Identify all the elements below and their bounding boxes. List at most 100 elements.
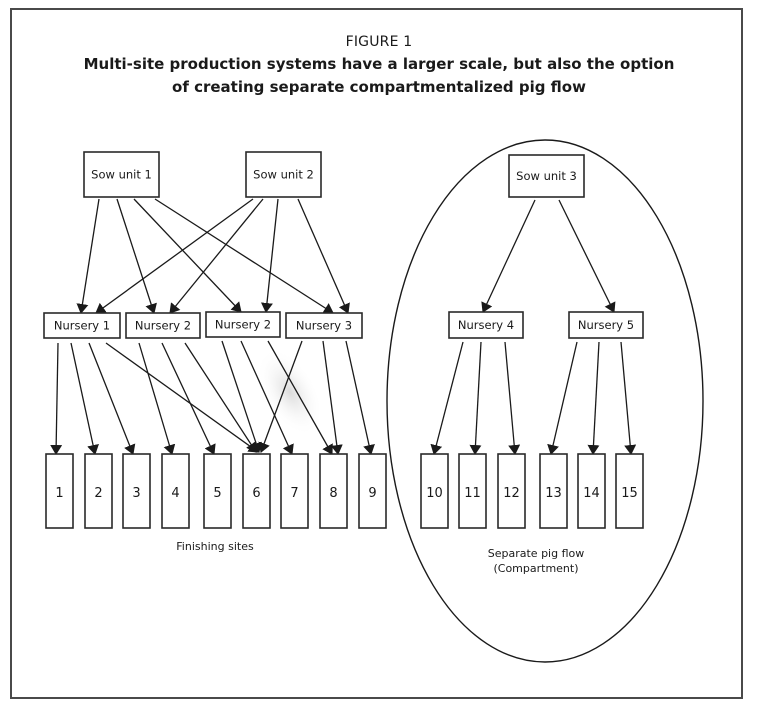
arrow-n1-f3 xyxy=(88,342,136,455)
finishing-site-label: 11 xyxy=(464,486,481,501)
figure-frame xyxy=(10,8,743,699)
nursery-label: Nursery 4 xyxy=(458,318,514,332)
finishing-site-box xyxy=(203,453,232,529)
arrow-n2b-f7 xyxy=(240,340,294,455)
figure-title-line-1: Multi-site production systems have a lar… xyxy=(83,55,675,73)
finishing-site-label: 8 xyxy=(329,486,337,501)
arrow-n5-f13 xyxy=(547,341,578,455)
figure-title: Multi-site production systems have a lar… xyxy=(0,53,758,99)
arrow-n2-f4 xyxy=(138,342,176,455)
finishing-site-box xyxy=(615,453,644,529)
compartment-caption-line-2: (Compartment) xyxy=(493,562,578,575)
finishing-site-label: 4 xyxy=(171,486,179,501)
sow-unit-label: Sow unit 1 xyxy=(91,168,152,182)
finishing-site-box xyxy=(280,453,309,529)
finishing-site-box xyxy=(420,453,449,529)
nursery-box xyxy=(43,312,121,339)
finishing-site-label: 14 xyxy=(583,486,600,501)
finishing-site-box xyxy=(242,453,271,529)
finishing-site-box xyxy=(319,453,348,529)
nursery-n4: Nursery 4 xyxy=(448,311,524,339)
sow-unit-box xyxy=(83,151,160,198)
nursery-n3: Nursery 3 xyxy=(285,312,363,339)
nursery-label: Nursery 2 xyxy=(135,319,191,333)
arrow-n1-f2 xyxy=(70,342,99,455)
finishing-site-label: 10 xyxy=(426,486,443,501)
arrow-s1-n2b xyxy=(133,198,242,313)
arrow-n3-f9 xyxy=(345,340,375,455)
finishing-site-box xyxy=(358,453,387,529)
sow-unit-box xyxy=(245,151,322,198)
arrow-n5-f14 xyxy=(587,341,600,455)
nursery-label: Nursery 5 xyxy=(578,318,634,332)
nursery-n5: Nursery 5 xyxy=(568,311,644,339)
finishing-site-label: 6 xyxy=(252,486,260,501)
finishing-site-f10: 10 xyxy=(420,453,449,529)
arrow-n1-f1 xyxy=(50,342,63,455)
finishing-site-f9: 9 xyxy=(358,453,387,529)
finishing-site-label: 15 xyxy=(621,486,638,501)
arrow-s1-n1 xyxy=(76,198,100,314)
sow-unit-s2: Sow unit 2 xyxy=(245,151,322,198)
finishing-site-label: 9 xyxy=(368,486,376,501)
arrow-n4-f12 xyxy=(504,341,521,455)
nursery-box xyxy=(448,311,524,339)
finishing-site-f2: 2 xyxy=(84,453,113,529)
finishing-site-label: 5 xyxy=(213,486,221,501)
nursery-box xyxy=(568,311,644,339)
arrow-s1-n3 xyxy=(154,198,334,314)
arrow-s2-n3 xyxy=(297,198,350,314)
nursery-label: Nursery 3 xyxy=(296,319,352,333)
arrow-n1-f6 xyxy=(105,342,259,453)
finishing-site-label: 12 xyxy=(503,486,520,501)
finishing-site-box xyxy=(539,453,568,529)
nursery-box xyxy=(285,312,363,339)
scan-shadow xyxy=(257,348,323,436)
finishing-site-label: 3 xyxy=(132,486,140,501)
edges xyxy=(50,198,637,455)
finishing-site-f3: 3 xyxy=(122,453,151,529)
finishing-site-label: 7 xyxy=(290,486,298,501)
sow-unit-box xyxy=(508,154,585,198)
finishing-site-f8: 8 xyxy=(319,453,348,529)
compartment-ellipse xyxy=(386,139,704,663)
arrow-n4-f11 xyxy=(469,341,482,455)
finishing-site-f5: 5 xyxy=(203,453,232,529)
finishing-site-f14: 14 xyxy=(577,453,606,529)
nursery-label: Nursery 2 xyxy=(215,318,271,332)
arrow-s2-n2 xyxy=(169,198,264,314)
arrow-n2b-f6 xyxy=(221,340,262,453)
finishing-site-box xyxy=(161,453,190,529)
finishing-site-box xyxy=(84,453,113,529)
sow-unit-s1: Sow unit 1 xyxy=(83,151,160,198)
arrow-n2b-f8 xyxy=(267,340,333,455)
finishing-sites-caption: Finishing sites xyxy=(176,540,254,553)
nursery-box xyxy=(125,312,201,339)
finishing-site-box xyxy=(458,453,487,529)
finishing-site-f13: 13 xyxy=(539,453,568,529)
finishing-site-f12: 12 xyxy=(497,453,526,529)
arrow-s2-n2b xyxy=(260,198,279,313)
finishing-site-label: 1 xyxy=(55,486,63,501)
nursery-n2b: Nursery 2 xyxy=(205,311,281,338)
arrow-n4-f10 xyxy=(430,341,464,455)
figure-label: FIGURE 1 xyxy=(345,34,413,50)
nursery-box xyxy=(205,311,281,338)
nursery-n1: Nursery 1 xyxy=(43,312,121,339)
finishing-site-label: 13 xyxy=(545,486,562,501)
arrow-n2-f5 xyxy=(161,342,216,455)
finishing-site-f6: 6 xyxy=(242,453,271,529)
nursery-n2: Nursery 2 xyxy=(125,312,201,339)
finishing-site-box xyxy=(45,453,74,529)
finishing-site-f1: 1 xyxy=(45,453,74,529)
sow-unit-s3: Sow unit 3 xyxy=(508,154,585,198)
arrow-s2-n1 xyxy=(95,198,254,314)
arrow-n3-f6 xyxy=(258,340,303,453)
finishing-site-f7: 7 xyxy=(280,453,309,529)
finishing-site-box xyxy=(577,453,606,529)
arrow-s3-n4 xyxy=(481,199,536,313)
finishing-site-box xyxy=(122,453,151,529)
finishing-site-f11: 11 xyxy=(458,453,487,529)
arrow-n5-f15 xyxy=(620,341,637,455)
